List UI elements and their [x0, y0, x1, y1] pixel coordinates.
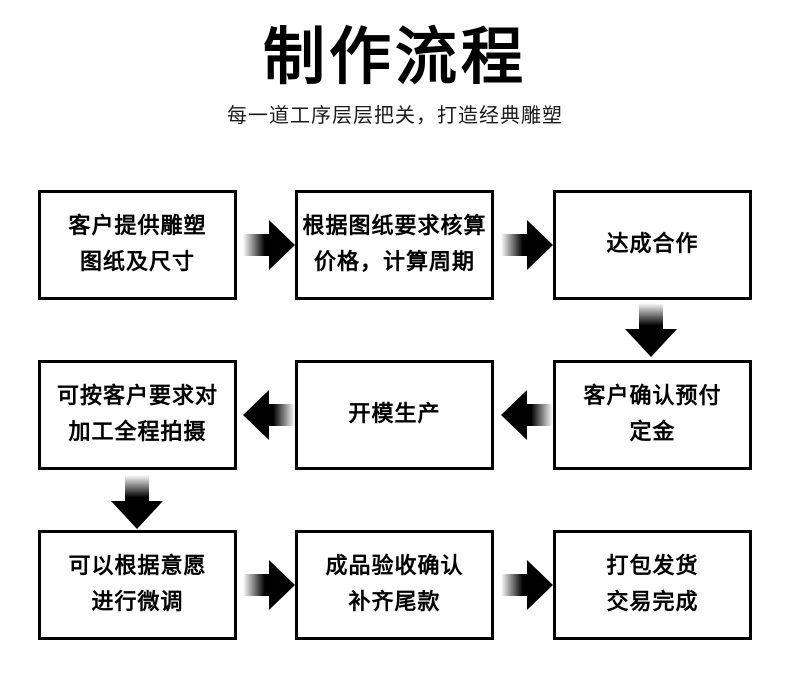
flow-node-8[interactable]: 成品验收确认 补齐尾款 — [295, 530, 494, 640]
flow-node-7[interactable]: 可以根据意愿 进行微调 — [38, 530, 237, 640]
flow-node-1-line-1: 客户提供雕塑 — [68, 213, 207, 240]
flow-node-1-line-2: 图纸及尺寸 — [79, 249, 195, 275]
arrow-right-icon-4 — [501, 557, 553, 613]
page-header: 制作流程 每一道工序层层把关，打造经典雕塑 — [0, 0, 790, 127]
flow-node-9-line-2: 交易完成 — [606, 589, 699, 615]
flow-node-4-line-2: 加工全程拍摄 — [68, 419, 207, 445]
flow-node-6[interactable]: 客户确认预付 定金 — [553, 360, 752, 470]
flow-node-1[interactable]: 客户提供雕塑 图纸及尺寸 — [38, 190, 237, 300]
flow-node-7-line-2: 进行微调 — [91, 589, 184, 615]
flow-node-6-line-1: 客户确认预付 — [583, 383, 722, 410]
arrow-left-icon-2 — [243, 387, 295, 443]
flow-node-2-line-2: 价格，计算周期 — [313, 249, 475, 275]
flow-node-9[interactable]: 打包发货 交易完成 — [553, 530, 752, 640]
flow-node-7-line-1: 可以根据意愿 — [68, 553, 207, 580]
flow-node-4-line-1: 可按客户要求对 — [56, 383, 218, 410]
flow-node-6-line-2: 定金 — [629, 419, 676, 445]
arrow-down-icon-2 — [108, 475, 166, 529]
flow-node-5-line-1: 开模生产 — [348, 401, 441, 428]
flow-node-5[interactable]: 开模生产 — [295, 360, 494, 470]
flow-node-8-line-1: 成品验收确认 — [325, 553, 464, 580]
arrow-right-icon-3 — [243, 557, 295, 613]
flow-node-4[interactable]: 可按客户要求对 加工全程拍摄 — [38, 360, 237, 470]
flow-node-9-line-1: 打包发货 — [606, 553, 699, 580]
flow-node-2-line-1: 根据图纸要求核算 — [302, 213, 487, 240]
arrow-down-icon-1 — [622, 303, 680, 357]
page-title: 制作流程 — [262, 20, 527, 93]
arrow-left-icon-1 — [501, 387, 553, 443]
arrow-right-icon-2 — [501, 217, 553, 273]
page-subtitle: 每一道工序层层把关，打造经典雕塑 — [227, 102, 563, 127]
flow-node-3[interactable]: 达成合作 — [553, 190, 752, 300]
flow-node-3-line-1: 达成合作 — [606, 231, 699, 258]
flow-node-8-line-2: 补齐尾款 — [348, 589, 441, 615]
flow-node-2[interactable]: 根据图纸要求核算 价格，计算周期 — [295, 190, 494, 300]
arrow-right-icon-1 — [243, 217, 295, 273]
